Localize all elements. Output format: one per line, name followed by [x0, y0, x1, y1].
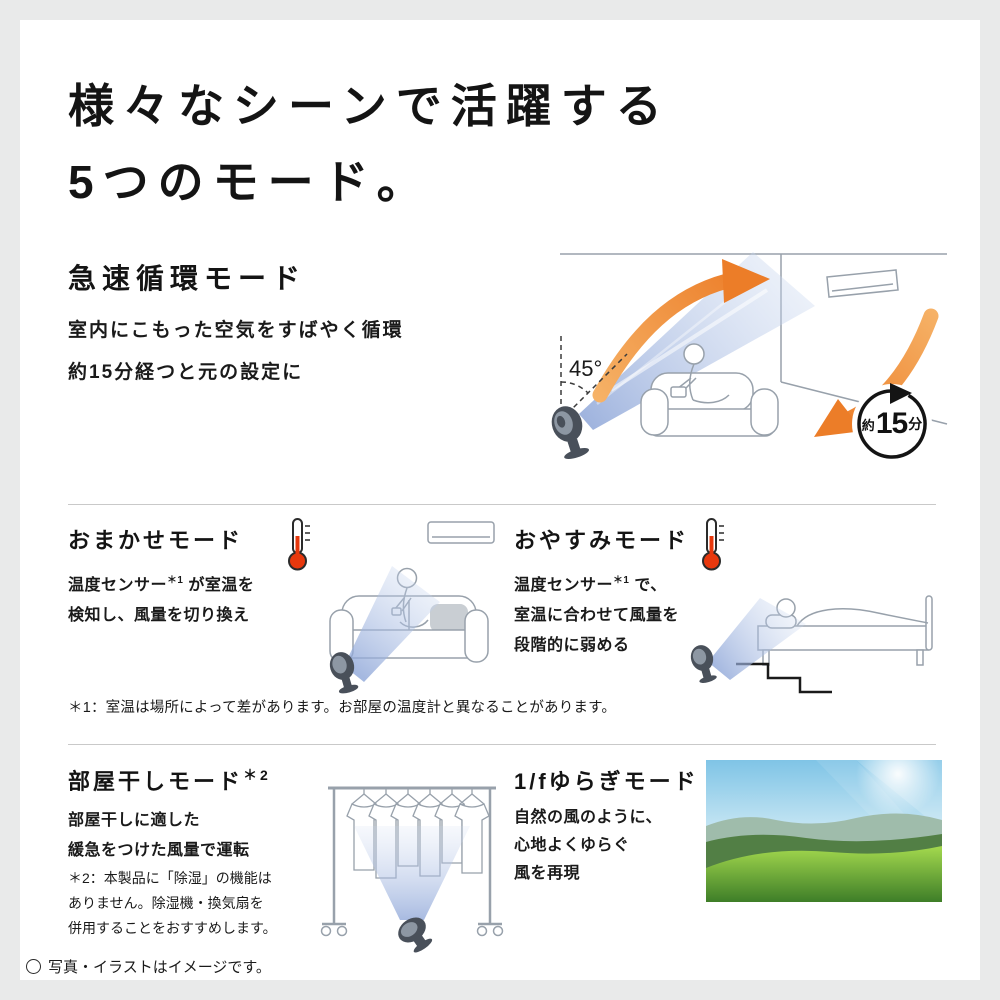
air-conditioner-icon	[826, 269, 899, 298]
heyaboshi-mode-description: 部屋干しに適した 緩急をつけた風量で運転	[68, 806, 250, 866]
oyasumi-mode-description: 温度センサー＊1 で、 室温に合わせて風量を 段階的に弱める	[514, 566, 679, 661]
fan-icon	[329, 652, 359, 694]
heyaboshi-desc-line2: 緩急をつけた風量で運転	[68, 842, 250, 859]
fan-icon	[551, 406, 590, 460]
oyasumi-desc-line3: 段階的に弱める	[514, 637, 630, 654]
thermometer-icon	[282, 516, 312, 572]
thermometer-icon	[696, 516, 726, 572]
rapid-mode-heading: 急速循環モード	[68, 263, 307, 294]
omakase-l1-sup: ＊1	[167, 575, 184, 586]
oyasumi-l1-sup: ＊1	[613, 575, 630, 586]
timer-badge-text: 約 15 分	[850, 382, 934, 466]
rotation-arrow-icon	[852, 383, 932, 464]
yuragi-desc-line3: 風を再現	[514, 865, 581, 882]
page-title-line2: 5つのモード。	[68, 156, 432, 209]
rapid-desc-line1: 室内にこもった空気をすばやく循環	[68, 320, 404, 341]
step-down-airflow-icon	[736, 662, 832, 694]
timer-value: 15	[875, 407, 908, 440]
omakase-mode-heading: おまかせモード	[68, 528, 244, 553]
yuragi-mode-description: 自然の風のように、 心地よくゆらぐ 風を再現	[514, 804, 662, 888]
footer-note-text: 写真・イラストはイメージです。	[48, 959, 271, 976]
oyasumi-desc-line1: 温度センサー＊1 で、	[514, 566, 679, 601]
yuragi-desc-line1: 自然の風のように、	[514, 809, 663, 826]
note-dehumidify-line3: 併用することをおすすめします。	[68, 920, 277, 936]
omakase-mode-description: 温度センサー＊1 が室温を 検知し、風量を切り換え	[68, 566, 254, 631]
heyaboshi-heading-text: 部屋干しモード	[68, 769, 244, 794]
oyasumi-l1-post: で、	[629, 577, 667, 594]
person-on-sofa	[640, 343, 779, 437]
oyasumi-desc-line2: 室温に合わせて風量を	[514, 607, 680, 624]
heyaboshi-desc-line1: 部屋干しに適した	[68, 812, 201, 829]
air-conditioner-icon	[427, 521, 495, 544]
timer-badge: 約 15 分	[850, 382, 934, 466]
circulation-arrow-up-icon	[592, 259, 770, 403]
angle-label: 45°	[569, 356, 602, 381]
note-dehumidify-line1: ＊2：本製品に「除湿」の機能は	[68, 870, 272, 886]
note-dehumidify: ＊2：本製品に「除湿」の機能は ありません。除湿機・換気扇を 併用することをおす…	[68, 866, 277, 941]
footer-note: 写真・イラストはイメージです。	[26, 956, 271, 977]
heyaboshi-heading-sup: ＊2	[243, 767, 271, 783]
omakase-desc-line1: 温度センサー＊1 が室温を	[68, 566, 254, 601]
divider-2	[68, 744, 936, 745]
note-temperature: ＊1：室温は場所によって差があります。お部屋の温度計と異なることがあります。	[68, 700, 617, 716]
oyasumi-mode-illustration	[680, 560, 952, 708]
omakase-desc-line2: 検知し、風量を切り換え	[68, 607, 250, 624]
note-dehumidify-line2: ありません。除湿機・換気扇を	[68, 895, 264, 911]
circle-icon	[26, 959, 41, 974]
heyaboshi-mode-illustration	[312, 758, 512, 954]
sofa-scene	[329, 521, 495, 694]
yuragi-mode-photo	[706, 760, 942, 902]
rapid-mode-description: 室内にこもった空気をすばやく循環 約15分経つと元の設定に	[68, 310, 404, 394]
meadow-landscape-image	[706, 760, 942, 902]
divider-1	[68, 504, 936, 505]
fan-icon	[398, 917, 433, 953]
omakase-l1-post: が室温を	[183, 577, 255, 594]
content-panel: 様々なシーンで活躍する 5つのモード。 急速循環モード 室内にこもった空気をすば…	[20, 20, 980, 980]
oyasumi-mode-heading: おやすみモード	[514, 528, 690, 553]
page-title-line1: 様々なシーンで活躍する	[68, 80, 671, 132]
oyasumi-l1-text: 温度センサー	[514, 577, 614, 594]
omakase-l1-text: 温度センサー	[68, 577, 168, 594]
yuragi-mode-heading: 1/fゆらぎモード	[514, 769, 699, 794]
bed-scene	[690, 595, 933, 694]
timer-prefix: 約	[861, 417, 875, 433]
heyaboshi-mode-heading: 部屋干しモード＊2	[68, 764, 271, 796]
rapid-desc-line2: 約15分経つと元の設定に	[68, 362, 304, 383]
omakase-mode-illustration	[308, 516, 510, 694]
angle-guide-lines	[560, 336, 628, 421]
timer-suffix: 分	[908, 416, 923, 432]
page-title: 様々なシーンで活躍する 5つのモード。	[68, 68, 671, 221]
laundry-rack-scene	[320, 786, 504, 953]
yuragi-desc-line2: 心地よくゆらぐ	[514, 837, 630, 854]
fan-icon	[690, 645, 717, 683]
